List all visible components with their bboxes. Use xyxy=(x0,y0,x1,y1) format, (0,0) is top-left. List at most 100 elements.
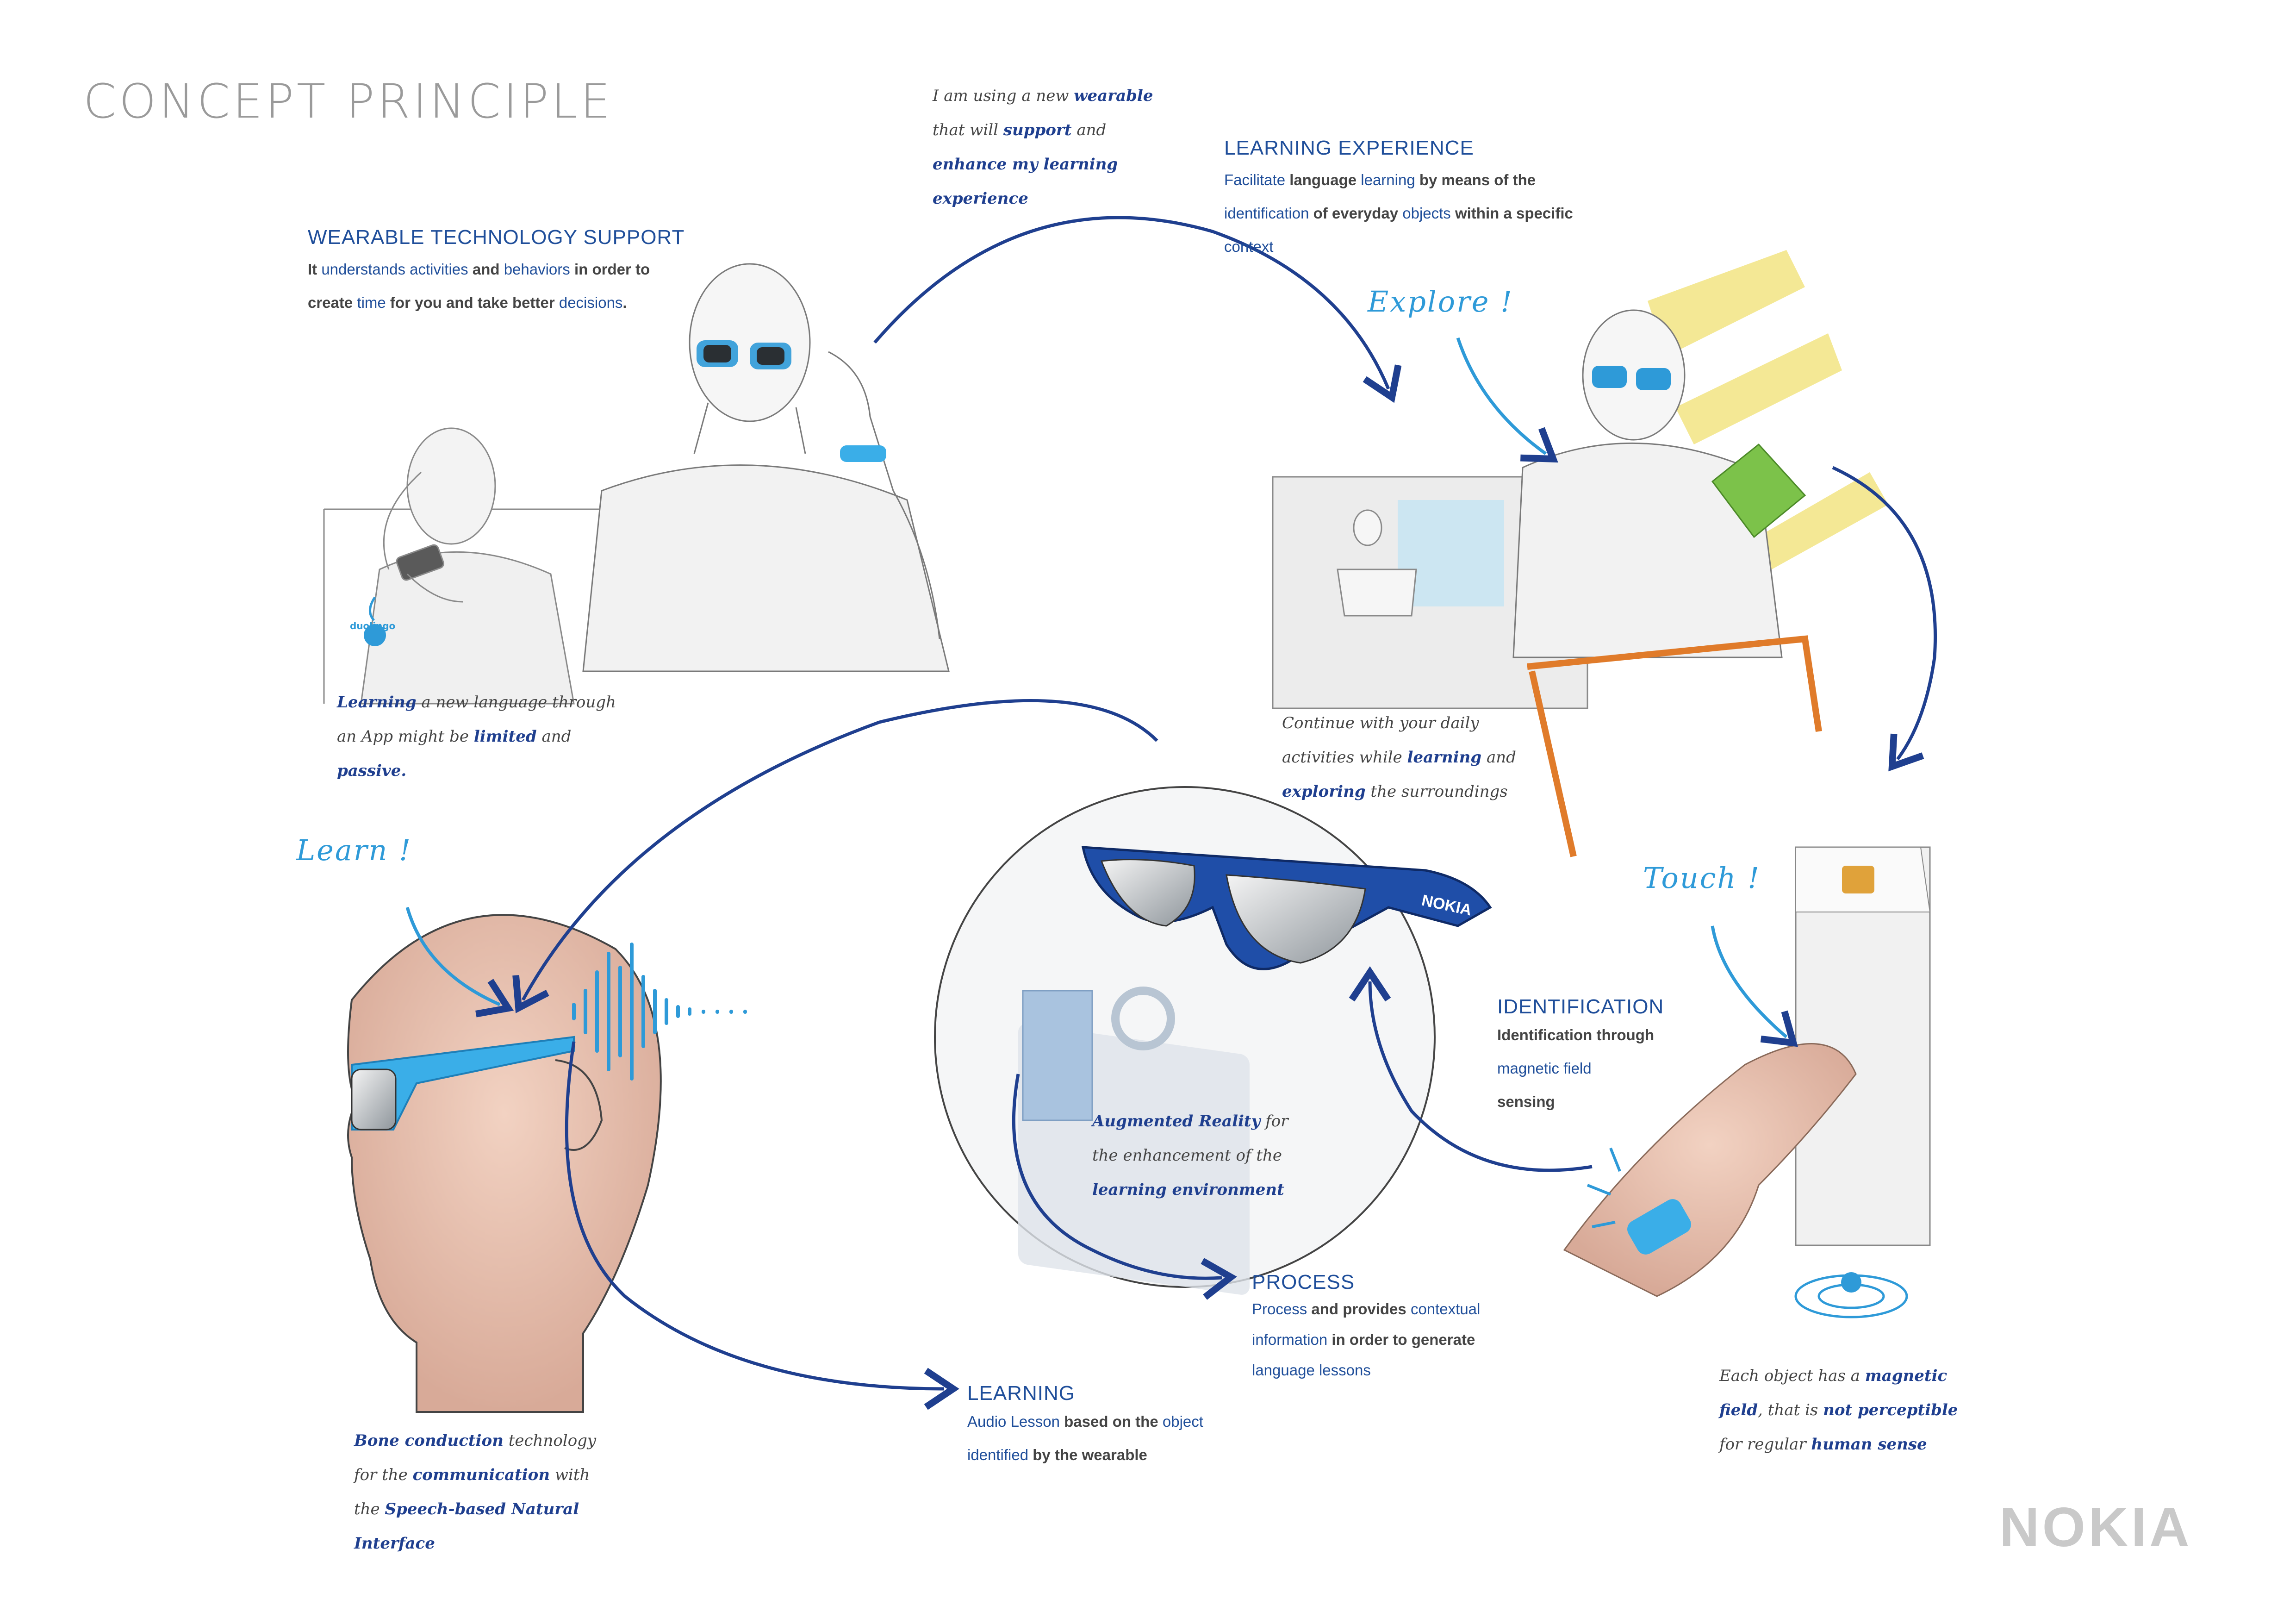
ar-note: Augmented Reality for the enhancement of… xyxy=(1092,1104,1288,1207)
quote-text: and xyxy=(1071,121,1107,139)
head-profile-scene xyxy=(347,914,662,1413)
identification-heading: IDENTIFICATION xyxy=(1497,995,1664,1018)
body-text: of everyday xyxy=(1309,205,1403,222)
quote-highlight: support xyxy=(1003,121,1072,139)
arrow-to-glasses xyxy=(1349,966,1593,1172)
arrow-to-process xyxy=(1012,1074,1237,1300)
page-title: CONCEPT PRINCIPLE xyxy=(83,74,613,129)
note-text: activities while xyxy=(1282,748,1407,767)
duolingo-logo xyxy=(364,596,386,646)
body-highlight: language lessons xyxy=(1252,1362,1371,1379)
note-highlight: learning environment xyxy=(1092,1181,1284,1199)
body-highlight: Facilitate xyxy=(1224,171,1286,188)
body-highlight: identified xyxy=(967,1446,1029,1463)
body-highlight: objects xyxy=(1402,205,1451,222)
process-section: PROCESS Process and provides contextual … xyxy=(1252,1271,1480,1386)
note-text: for xyxy=(1260,1112,1288,1131)
note-text: , that is xyxy=(1758,1401,1823,1419)
quote-highlight: enhance my learning xyxy=(933,155,1118,174)
body-highlight: time xyxy=(357,294,386,311)
note-highlight: Augmented Reality xyxy=(1092,1112,1261,1131)
note-text: with xyxy=(550,1466,590,1484)
body-highlight: contextual xyxy=(1410,1300,1481,1318)
arrow-to-explore xyxy=(873,216,1402,403)
note-highlight: Learning xyxy=(337,693,417,712)
body-text: in order to xyxy=(570,261,650,278)
body-highlight: magnetic field xyxy=(1497,1060,1592,1077)
body-text: by the wearable xyxy=(1028,1446,1147,1463)
process-heading: PROCESS xyxy=(1252,1271,1355,1293)
note-text: the surroundings xyxy=(1365,782,1508,801)
touch-label: Touch ! xyxy=(1643,861,1761,895)
body-highlight: learning xyxy=(1361,171,1415,188)
note-text: the enhancement of the xyxy=(1092,1146,1282,1165)
learning-experience-heading: LEARNING EXPERIENCE xyxy=(1224,137,1474,159)
body-highlight: behaviors xyxy=(504,261,570,278)
body-text: language xyxy=(1285,171,1361,188)
body-text: based on the xyxy=(1059,1413,1163,1430)
quote-text: that will xyxy=(933,121,1003,139)
ar-glasses-circle: NOKIA xyxy=(934,786,1492,1295)
sound-wave-icon xyxy=(572,943,747,1081)
note-highlight: Bone conduction xyxy=(354,1431,504,1450)
note-highlight: communication xyxy=(412,1466,550,1484)
nokia-logo: NOKIA xyxy=(1999,1496,2192,1558)
note-highlight: learning xyxy=(1407,748,1482,767)
supermarket-scene xyxy=(1272,250,1888,857)
wearable-section: WEARABLE TECHNOLOGY SUPPORT It understan… xyxy=(308,226,684,319)
duolingo-label: duolingo xyxy=(350,620,396,631)
body-highlight: identification xyxy=(1224,205,1309,222)
note-highlight: not perceptible xyxy=(1823,1401,1958,1419)
body-text: within a specific xyxy=(1450,205,1573,222)
body-highlight: Process xyxy=(1252,1300,1307,1318)
explore-pointer-arrow xyxy=(1456,337,1558,463)
body-text: for you and take better xyxy=(386,294,559,311)
body-highlight: understands activities xyxy=(321,261,468,278)
note-highlight: Interface xyxy=(354,1534,435,1553)
body-highlight: Audio Lesson xyxy=(967,1413,1060,1430)
note-text: and xyxy=(1481,748,1516,767)
quote-highlight: experience xyxy=(933,189,1028,208)
note-highlight: passive. xyxy=(337,762,407,780)
body-text: It xyxy=(308,261,322,278)
note-text: an App might be xyxy=(337,727,474,746)
carton-touch-scene xyxy=(1563,846,1931,1318)
wearable-heading: WEARABLE TECHNOLOGY SUPPORT xyxy=(308,226,685,249)
note-text: for the xyxy=(354,1466,413,1484)
quote-text: I am using a new xyxy=(933,87,1074,105)
explore-note: Continue with your daily activities whil… xyxy=(1282,706,1516,809)
learning-heading: LEARNING xyxy=(967,1382,1075,1405)
bone-conduction-note: Bone conduction technology for the commu… xyxy=(354,1424,596,1561)
body-text: Identification through xyxy=(1497,1026,1655,1043)
body-text: sensing xyxy=(1497,1093,1555,1110)
note-text: technology xyxy=(503,1431,597,1450)
body-highlight: decisions xyxy=(559,294,623,311)
magnetic-field-note: Each object has a magnetic field, that i… xyxy=(1719,1359,1958,1462)
note-text: Each object has a xyxy=(1719,1367,1865,1385)
arrow-to-head xyxy=(512,699,1158,1013)
light-blue-glasses xyxy=(697,340,791,369)
wristband xyxy=(840,445,886,462)
phone-user-sketch xyxy=(323,427,787,705)
body-text: create xyxy=(308,294,357,311)
body-highlight: context xyxy=(1224,238,1274,255)
note-text: the xyxy=(354,1500,385,1518)
body-text: and xyxy=(468,261,504,278)
learn-pointer-arrow xyxy=(405,907,514,1018)
note-highlight: limited xyxy=(473,727,537,746)
note-highlight: exploring xyxy=(1282,782,1366,801)
app-note: Learning a new language through an App m… xyxy=(337,685,616,788)
body-highlight: information xyxy=(1252,1331,1328,1348)
explore-label: Explore ! xyxy=(1368,285,1514,319)
note-text: a new language through xyxy=(416,693,616,712)
note-text: and xyxy=(536,727,572,746)
quote-note: I am using a new wearable that will supp… xyxy=(933,79,1153,216)
body-text: by means of the xyxy=(1415,171,1536,188)
body-text: . xyxy=(622,294,627,311)
man-adjusting-glasses-sketch xyxy=(582,263,950,672)
learn-label: Learn ! xyxy=(296,833,412,867)
note-highlight: human sense xyxy=(1811,1435,1927,1454)
note-highlight: field xyxy=(1719,1401,1758,1419)
note-highlight: Speech-based Natural xyxy=(385,1500,579,1518)
